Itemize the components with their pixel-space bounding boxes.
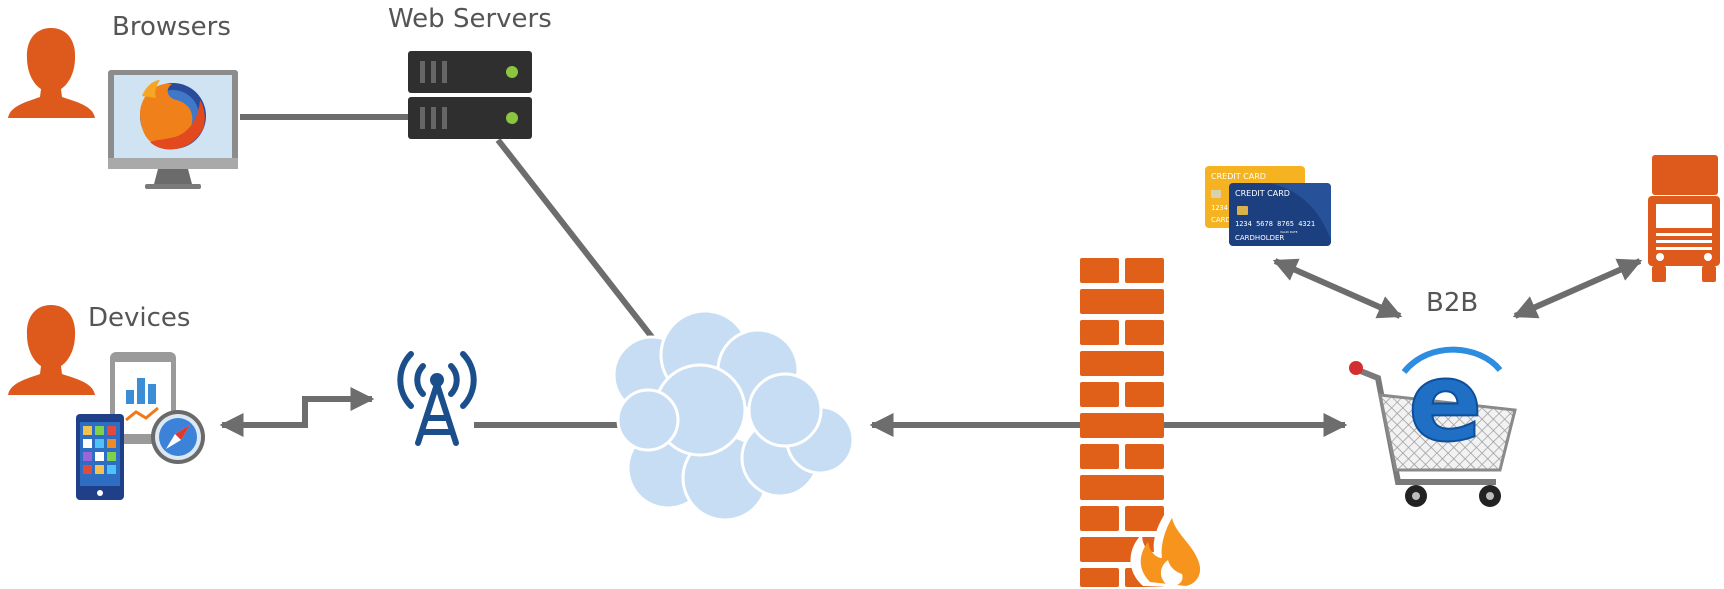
server-cloud-link [495, 138, 665, 352]
phone-icon [76, 414, 124, 500]
shopping-cart-icon: e [1349, 337, 1517, 507]
device-antenna-arrow [219, 387, 375, 437]
svg-text:CARD: CARD [1211, 216, 1231, 224]
truck-b2b-arrow [1512, 258, 1643, 319]
flame-icon [1130, 506, 1209, 588]
svg-text:CREDIT CARD: CREDIT CARD [1235, 189, 1290, 198]
devices-label: Devices [88, 303, 191, 333]
truck-icon [1648, 155, 1720, 282]
person-icon-browsers [8, 28, 95, 118]
antenna-icon [397, 351, 477, 446]
safari-icon [151, 410, 205, 464]
svg-text:CREDIT CARD: CREDIT CARD [1211, 172, 1266, 181]
connectors [219, 114, 1643, 437]
cloud-icon [612, 309, 855, 522]
b2b-label: B2B [1426, 288, 1479, 318]
cards-b2b-arrow [1272, 258, 1403, 319]
svg-text:VALID DATE: VALID DATE [1280, 230, 1298, 234]
firewall-icon [1080, 258, 1164, 587]
svg-text:1234 5678 8765 4321: 1234 5678 8765 4321 [1235, 220, 1315, 228]
browsers-label: Browsers [112, 12, 231, 42]
firefox-icon [140, 80, 206, 150]
web-servers-label: Web Servers [388, 4, 552, 34]
server-icon-top [408, 51, 532, 93]
svg-text:CARDHOLDER: CARDHOLDER [1235, 234, 1284, 242]
credit-card-icon-front: CREDIT CARD 1234 5678 8765 4321 VALID DA… [1229, 183, 1331, 246]
person-icon-devices [8, 305, 95, 395]
svg-text:1234: 1234 [1211, 204, 1228, 212]
server-icon-bottom [408, 97, 532, 139]
